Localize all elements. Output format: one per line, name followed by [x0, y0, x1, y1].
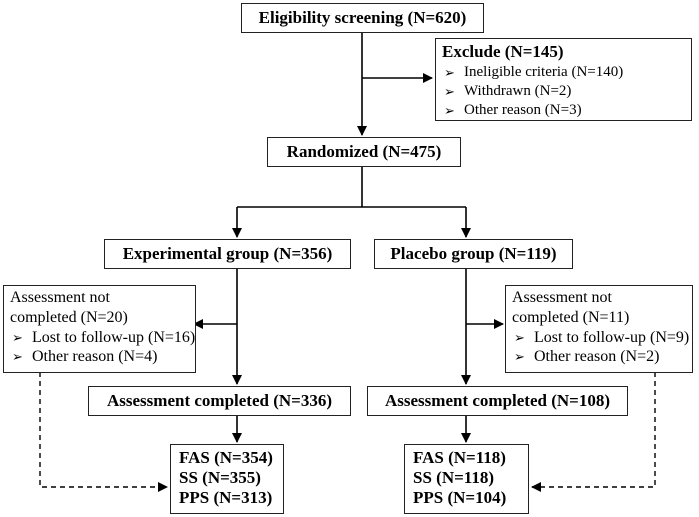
exclude-item: ➢Other reason (N=3)	[444, 102, 582, 118]
placebo-completed-box: Assessment completed (N=108)	[367, 386, 628, 416]
experimental-completed-title: Assessment completed (N=336)	[107, 391, 332, 410]
experimental-not-completed-item: ➢Other reason (N=4)	[12, 348, 158, 365]
exclude-title: Exclude (N=145)	[442, 42, 564, 61]
randomized-box: Randomized (N=475)	[267, 137, 461, 167]
screening-title: Eligibility screening (N=620)	[258, 8, 467, 27]
experimental-group-box: Experimental group (N=356)	[104, 239, 351, 269]
placebo-not-completed-item: ➢Lost to follow-up (N=9)	[514, 329, 690, 346]
exclude-box: Exclude (N=145) ➢Ineligible criteria (N=…	[435, 38, 692, 121]
screening-box: Eligibility screening (N=620)	[241, 3, 484, 33]
placebo-completed-title: Assessment completed (N=108)	[385, 391, 610, 410]
dashed-arrow-placebo-lost-to-populations	[531, 372, 656, 492]
bullet-arrow-icon: ➢	[444, 84, 455, 99]
bullet-arrow-icon: ➢	[514, 330, 525, 345]
placebo-not-completed-title-2: completed (N=11)	[512, 309, 630, 326]
placebo-not-completed-box: Assessment not completed (N=11) ➢Lost to…	[505, 285, 693, 373]
randomized-title: Randomized (N=475)	[286, 142, 442, 161]
bullet-arrow-icon: ➢	[12, 330, 23, 345]
experimental-not-completed-box: Assessment not completed (N=20) ➢Lost to…	[3, 285, 196, 373]
experimental-not-completed-item: ➢Lost to follow-up (N=16)	[12, 329, 196, 346]
experimental-populations-box: FAS (N=354) SS (N=355) PPS (N=313)	[170, 444, 284, 514]
exclude-item: ➢Withdrawn (N=2)	[444, 83, 572, 99]
placebo-ss: SS (N=118)	[413, 468, 495, 487]
placebo-populations-box: FAS (N=118) SS (N=118) PPS (N=104)	[404, 444, 529, 514]
experimental-group-title: Experimental group (N=356)	[122, 244, 333, 263]
dashed-arrow-experimental-lost-to-populations	[39, 372, 168, 492]
placebo-group-title: Placebo group (N=119)	[390, 244, 557, 263]
experimental-ss: SS (N=355)	[179, 468, 261, 487]
bullet-arrow-icon: ➢	[514, 349, 525, 364]
placebo-pps: PPS (N=104)	[413, 488, 507, 507]
bullet-arrow-icon: ➢	[444, 65, 455, 80]
experimental-pps: PPS (N=313)	[179, 488, 273, 507]
placebo-not-completed-title-1: Assessment not	[512, 289, 612, 306]
bullet-arrow-icon: ➢	[444, 103, 455, 118]
bullet-arrow-icon: ➢	[12, 349, 23, 364]
placebo-not-completed-item: ➢Other reason (N=2)	[514, 348, 660, 365]
placebo-group-box: Placebo group (N=119)	[374, 239, 573, 269]
experimental-not-completed-title-2: completed (N=20)	[10, 309, 128, 326]
experimental-completed-box: Assessment completed (N=336)	[88, 386, 351, 416]
experimental-fas: FAS (N=354)	[179, 448, 273, 467]
experimental-not-completed-title-1: Assessment not	[10, 289, 110, 306]
exclude-item: ➢Ineligible criteria (N=140)	[444, 64, 624, 80]
placebo-fas: FAS (N=118)	[413, 448, 506, 467]
